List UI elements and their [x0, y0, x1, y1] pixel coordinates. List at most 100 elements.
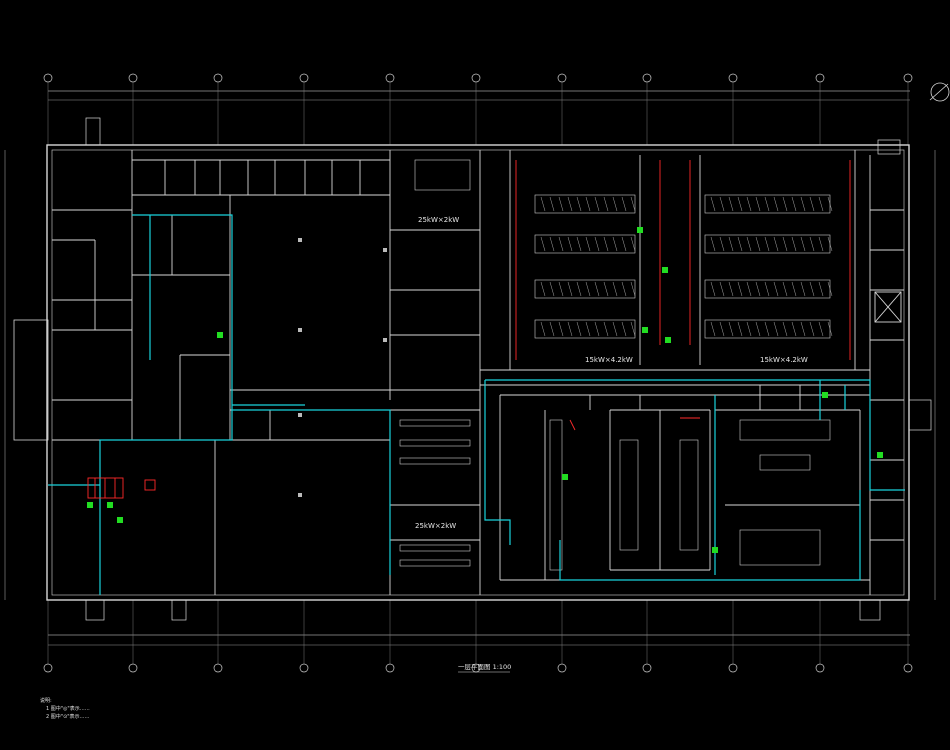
- valve: [637, 227, 643, 233]
- hood-hatch: [603, 196, 609, 212]
- hood-hatch: [746, 236, 752, 252]
- fume-hood: [534, 279, 636, 299]
- valve: [665, 337, 671, 343]
- hood-hatch: [549, 321, 555, 337]
- hood-hatch: [737, 196, 743, 212]
- hood-hatch: [791, 196, 797, 212]
- hood-hatch: [549, 281, 555, 297]
- green-valve-markers: [87, 227, 883, 553]
- hood-hatch: [800, 281, 806, 297]
- hood-hatch: [630, 281, 636, 297]
- valve: [87, 502, 93, 508]
- hood-hatch: [800, 321, 806, 337]
- hood-hatch: [540, 281, 546, 297]
- axis-bubble: [385, 663, 395, 673]
- cyan-pipe-network: [48, 214, 905, 595]
- structural-columns: [298, 238, 387, 497]
- axis-bubble: [642, 663, 652, 673]
- lab-benches: [399, 159, 831, 571]
- fume-hood: [534, 319, 636, 339]
- hood-hatch: [791, 236, 797, 252]
- hood-hatch: [567, 236, 573, 252]
- axis-bubble: [299, 663, 309, 673]
- hood-hatch: [782, 196, 788, 212]
- hood-hatch: [540, 196, 546, 212]
- valve: [217, 332, 223, 338]
- valve: [117, 517, 123, 523]
- hood-hatch: [630, 236, 636, 252]
- hood-hatch: [791, 321, 797, 337]
- column: [298, 493, 302, 497]
- hood-hatch: [818, 196, 824, 212]
- hood-hatch: [567, 196, 573, 212]
- hood-hatch: [558, 281, 564, 297]
- fume-hood: [534, 234, 636, 254]
- notes-heading: 说明:: [40, 698, 52, 704]
- hood-hatch: [576, 196, 582, 212]
- hood-hatch: [782, 321, 788, 337]
- hood-hatch: [549, 196, 555, 212]
- axis-bubble: [728, 73, 738, 83]
- valve: [562, 474, 568, 480]
- hood-hatch: [764, 281, 770, 297]
- hood-hatch: [719, 281, 725, 297]
- hood-hatch: [603, 236, 609, 252]
- axis-bubble: [128, 73, 138, 83]
- room-labels: 25kW×2kW 25kW×2kW 15kW×4.2kW 15kW×4.2kW: [415, 216, 808, 530]
- hood-hatch: [755, 236, 761, 252]
- hood-hatch: [558, 236, 564, 252]
- hood-hatch: [773, 321, 779, 337]
- power-label-3: 15kW×4.2kW: [585, 356, 633, 364]
- hood-hatch: [773, 196, 779, 212]
- hood-hatch: [764, 321, 770, 337]
- interior-walls: [52, 150, 904, 595]
- hood-hatch: [540, 236, 546, 252]
- hood-hatch: [809, 236, 815, 252]
- axis-bubble: [43, 73, 53, 83]
- hood-hatch: [612, 196, 618, 212]
- grid-axis-bottom: [43, 600, 913, 673]
- hood-hatch: [710, 281, 716, 297]
- hood-hatch: [594, 281, 600, 297]
- column: [298, 328, 302, 332]
- column: [383, 248, 387, 252]
- hood-hatch: [728, 196, 734, 212]
- valve: [662, 267, 668, 273]
- hood-hatch: [728, 321, 734, 337]
- hood-hatch: [549, 236, 555, 252]
- axis-bubble: [213, 663, 223, 673]
- axis-bubble: [903, 663, 913, 673]
- axis-bubble: [728, 663, 738, 673]
- hood-hatch: [809, 196, 815, 212]
- hood-hatch: [594, 321, 600, 337]
- hood-hatch: [621, 281, 627, 297]
- hood-hatch: [621, 236, 627, 252]
- axis-bubble: [557, 663, 567, 673]
- power-label-2: 25kW×2kW: [415, 522, 456, 530]
- axis-bubble: [43, 663, 53, 673]
- hood-hatch: [719, 196, 725, 212]
- hood-hatch: [809, 281, 815, 297]
- hood-hatch: [755, 281, 761, 297]
- axis-bubble: [213, 73, 223, 83]
- hood-hatch: [719, 236, 725, 252]
- hood-hatch: [746, 321, 752, 337]
- hood-hatch: [719, 321, 725, 337]
- hood-hatch: [773, 236, 779, 252]
- hood-hatch: [630, 196, 636, 212]
- hood-hatch: [746, 196, 752, 212]
- hood-hatch: [782, 281, 788, 297]
- hood-hatch: [612, 321, 618, 337]
- hood-hatch: [755, 196, 761, 212]
- column: [298, 413, 302, 417]
- hood-hatch: [576, 281, 582, 297]
- hood-hatch: [603, 321, 609, 337]
- note-line-1: 1 图中"◎"表示……: [46, 706, 90, 712]
- hood-hatch: [585, 236, 591, 252]
- hood-hatch: [827, 236, 833, 252]
- hood-hatch: [710, 196, 716, 212]
- axis-bubble: [815, 73, 825, 83]
- red-equipment-markers: [87, 160, 851, 499]
- hood-hatch: [585, 196, 591, 212]
- hood-hatch: [764, 196, 770, 212]
